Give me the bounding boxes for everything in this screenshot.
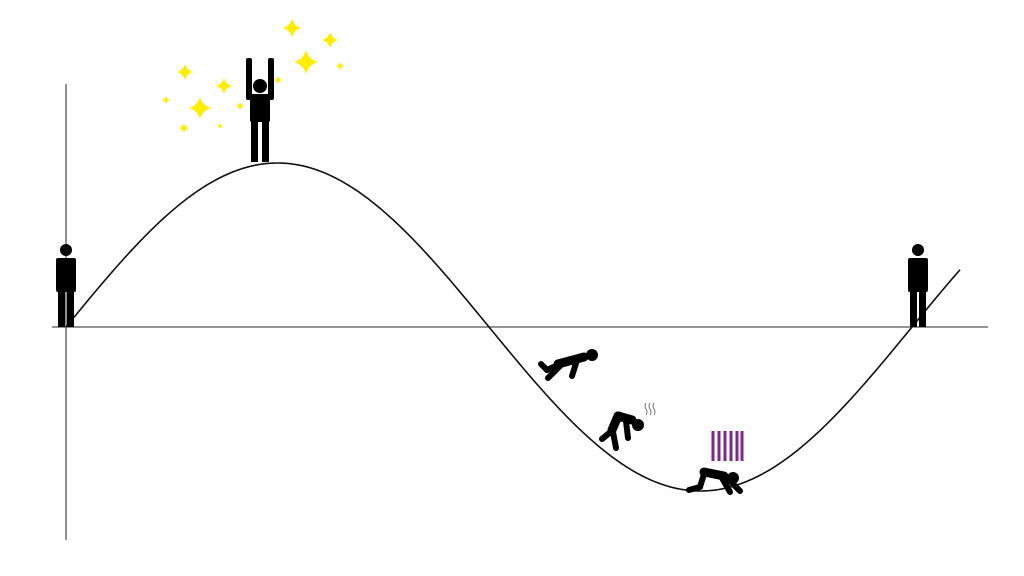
standing-figure-start (56, 244, 76, 327)
sweat-icon (644, 402, 656, 416)
sparkle-star-7 (162, 96, 170, 104)
sparkle-star-6 (189, 97, 211, 119)
sparkle-star-3 (336, 62, 344, 70)
hunched-figure (599, 411, 644, 451)
sparkle-star-1 (322, 32, 338, 48)
standing-figure-recovery (908, 244, 928, 327)
sparkle-star-11 (217, 123, 223, 129)
stumbling-figure (538, 349, 598, 381)
gloom-lines-icon (711, 431, 744, 461)
sparkle-star-2 (294, 50, 318, 74)
sparkle-star-8 (179, 123, 189, 133)
sparkle-star-9 (236, 102, 244, 110)
sparkle-star-0 (283, 19, 301, 37)
sparkle-star-5 (216, 78, 232, 94)
sparkle-star-4 (177, 64, 193, 80)
cheering-figure-peak (246, 58, 274, 162)
wave-curve (65, 162, 961, 492)
sparkle-star-10 (274, 76, 282, 84)
sparkles-icon (162, 19, 344, 133)
kneeling-figure (686, 467, 743, 495)
